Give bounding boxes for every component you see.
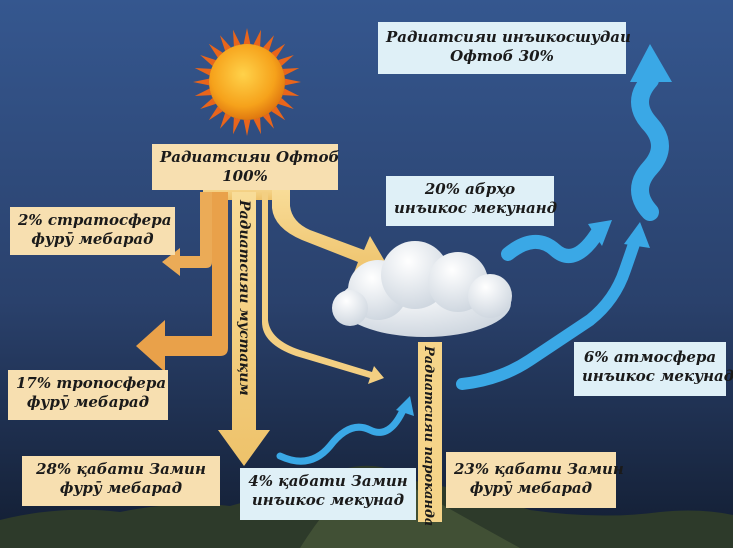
label-reflected-total-line2: Офтоб 30% <box>450 47 554 65</box>
arrowhead-clouds-reflect <box>588 220 612 246</box>
sun-ray <box>193 78 210 86</box>
label-stratosphere: 2% стратосфера фурӯ мебарад <box>10 207 175 255</box>
sun-ray <box>208 43 223 58</box>
label-troposphere-line1: 17% тропосфера <box>16 374 167 392</box>
label-direct-radiation: Радиатсияи мустақим <box>236 200 252 396</box>
label-clouds-reflect: 20% абрҳо инъикос мекунанд <box>386 176 558 226</box>
label-stratosphere-line2: фурӯ мебарад <box>31 230 154 248</box>
label-reflected-total: Радиатсияи инъикосшудаи Офтоб 30% <box>378 22 631 74</box>
arrow-direct <box>218 192 270 466</box>
label-ground-absorb-28: 28% қабати Замин фурӯ мебарад <box>22 456 220 506</box>
sun-ray <box>278 55 294 66</box>
sun-ray <box>200 55 216 66</box>
sun-ray <box>220 113 231 129</box>
sun-ray <box>263 35 274 51</box>
sun-ray <box>282 68 300 76</box>
label-ground-absorb-28-line2: фурӯ мебарад <box>59 479 183 497</box>
sun-ray <box>233 117 241 135</box>
label-solar-radiation: Радиатсияи Офтоб 100% <box>152 144 340 190</box>
label-ground-absorb-23-line1: 23% қабати Замин <box>454 460 624 478</box>
sun-ray <box>253 117 261 135</box>
label-clouds-reflect-line2: инъикос мекунанд <box>394 199 558 217</box>
arrow-stratosphere <box>162 192 212 276</box>
label-troposphere: 17% тропосфера фурӯ мебарад <box>8 370 168 420</box>
label-reflected-total-line1: Радиатсияи инъикосшудаи <box>386 28 631 46</box>
label-solar-radiation-line2: 100% <box>222 167 268 185</box>
arrow-troposphere <box>136 192 228 372</box>
sun-ray <box>233 29 241 47</box>
label-atmosphere-reflect-line2: инъикос мекунад <box>582 367 733 385</box>
label-diffuse-radiation: Радиатсияи парокандa <box>421 346 436 527</box>
label-atmosphere-reflect: 6% атмосфера инъикос мекунад <box>574 342 733 396</box>
label-ground-absorb-28-line1: 28% қабати Замин <box>36 460 206 478</box>
label-atmosphere-reflect-line1: 6% атмосфера <box>583 348 717 366</box>
arrow-ground-reflect <box>276 404 408 465</box>
label-ground-absorb-23-line2: фурӯ мебарад <box>469 479 593 497</box>
arrowhead-ground-reflect <box>396 396 414 416</box>
sun-icon <box>193 28 301 136</box>
cloud-icon <box>332 241 512 337</box>
arrow-clouds-reflect <box>501 225 605 263</box>
arrowhead-atmosphere-reflect <box>624 222 650 248</box>
sun-ray <box>220 35 231 51</box>
label-stratosphere-line1: 2% стратосфера <box>18 211 172 229</box>
sun-ray <box>208 106 223 121</box>
arrow-reflected-total <box>631 71 669 221</box>
label-ground-absorb-23: 23% қабати Замин фурӯ мебарад <box>446 452 624 508</box>
sun-ray <box>271 106 286 121</box>
sun-ray <box>253 29 261 47</box>
sun-ray <box>200 98 216 109</box>
sun-ray <box>282 88 300 96</box>
arrow-atmosphere-reflect <box>456 232 642 390</box>
sun-ray <box>243 28 251 45</box>
label-ground-reflect-4-line2: инъикос мекунад <box>251 491 405 509</box>
label-ground-reflect-4-line1: 4% қабати Замин <box>248 472 408 490</box>
sun-ray <box>263 113 274 129</box>
label-clouds-reflect-line1: 20% абрҳо <box>424 180 516 198</box>
arrowhead-reflected-total <box>630 44 672 82</box>
sun-ray <box>243 119 251 136</box>
sun-ray <box>194 88 212 96</box>
label-solar-radiation-line1: Радиатсияи Офтоб <box>160 148 340 166</box>
sun-ray <box>194 68 212 76</box>
label-troposphere-line2: фурӯ мебарад <box>26 393 150 411</box>
arrow-to-clouds <box>272 190 390 278</box>
sun-ray <box>278 98 294 109</box>
sun-ray <box>284 78 301 86</box>
label-ground-reflect-4: 4% қабати Замин инъикос мекунад <box>240 468 416 520</box>
arrow-diffuse <box>418 342 442 522</box>
sun-ray <box>271 43 286 58</box>
